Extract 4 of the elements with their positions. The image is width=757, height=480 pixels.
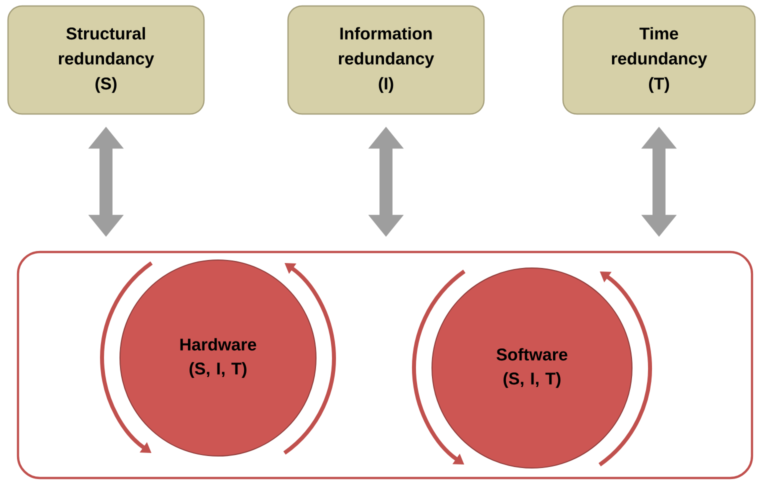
redundancy-box: Time redundancy (T)	[562, 5, 756, 115]
redundancy-box: Structural redundancy (S)	[7, 5, 205, 115]
group-frame	[16, 250, 754, 480]
redundancy-box: Information redundancy (I)	[287, 5, 485, 115]
